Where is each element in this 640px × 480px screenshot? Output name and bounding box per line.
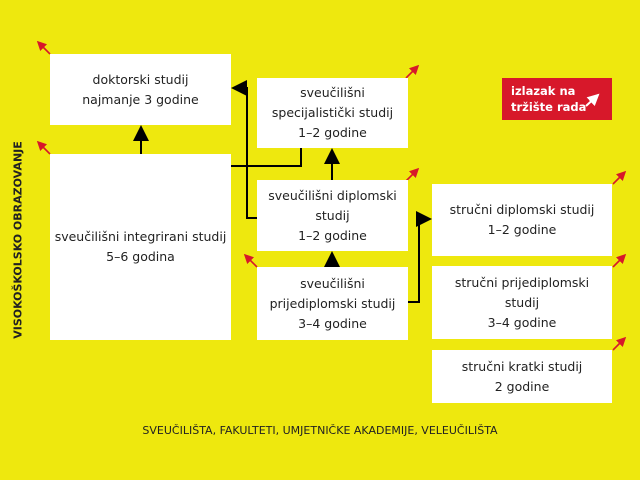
box-title: stručni prijediplomski: [454, 274, 590, 290]
box-duration: 5–6 godina: [106, 249, 175, 264]
box-duration: 1–2 godine: [298, 227, 367, 243]
bottom-label: SVEUČILIŠTA, FAKULTETI, UMJETNIČKE AKADE…: [142, 424, 498, 437]
box-duration: 1–2 godine: [487, 222, 557, 237]
box-duration: 3–4 godine: [487, 314, 557, 330]
exit-arrows: [36, 40, 627, 351]
box-duration: najmanje 3 godine: [82, 91, 199, 107]
exit-arrow-icon: [612, 253, 627, 268]
box-title: sveučilišni: [300, 85, 365, 100]
box-prijediplomski-studij: sveučilišni prijediplomski studij 3–4 go…: [257, 267, 408, 340]
box-duration: 2 godine: [494, 378, 550, 394]
box-title: stručni diplomski studij: [449, 202, 595, 217]
box-diplomski-studij: sveučilišni diplomski studij 1–2 godine: [257, 180, 408, 251]
arrow-diplomski-to-doktorski: [231, 80, 257, 219]
box-title: doktorski studij: [92, 71, 189, 87]
exit-arrow-icon: [405, 167, 420, 182]
box-specijalisticki-studij: sveučilišni specijalistički studij 1–2 g…: [257, 78, 408, 148]
line-integrirani-to-specijalisticki: [231, 148, 302, 167]
white-arrow-icon: [585, 93, 600, 107]
arrow-prijediplomski-to-strucni-diplomski: [408, 211, 432, 303]
box-title: specijalistički studij: [271, 105, 394, 120]
box-duration: 1–2 godine: [298, 125, 367, 140]
box-integrirani-studij: sveučilišni integrirani studij 5–6 godin…: [50, 154, 231, 340]
exit-arrow-icon: [612, 336, 627, 351]
exit-arrow-icon: [36, 140, 51, 155]
exit-arrow-icon: [36, 40, 51, 55]
box-duration: 3–4 godine: [298, 315, 367, 331]
side-label: VISOKOŠKOLSKO OBRAZOVANJE: [11, 141, 25, 339]
box-title: studij: [504, 294, 540, 310]
legend-exit-labor-market: izlazak na tržište rada: [502, 78, 612, 120]
exit-arrow-icon: [243, 253, 258, 268]
box-strucni-diplomski-studij: stručni diplomski studij 1–2 godine: [432, 184, 612, 256]
box-title: sveučilišni integrirani studij: [54, 229, 227, 244]
legend-text: tržište rada: [511, 100, 587, 114]
box-title: stručni kratki studij: [461, 358, 583, 374]
legend-text: izlazak na: [511, 84, 576, 98]
exit-arrow-icon: [612, 170, 627, 185]
box-title: sveučilišni: [300, 275, 365, 291]
box-title: prijediplomski studij: [269, 295, 396, 311]
box-title: sveučilišni diplomski: [268, 187, 397, 203]
exit-arrow-icon: [405, 64, 420, 79]
box-strucni-kratki-studij: stručni kratki studij 2 godine: [432, 350, 612, 403]
box-doktorski-studij: doktorski studij najmanje 3 godine: [50, 54, 231, 125]
box-strucni-prijediplomski-studij: stručni prijediplomski studij 3–4 godine: [432, 266, 612, 339]
box-title: studij: [315, 207, 350, 223]
